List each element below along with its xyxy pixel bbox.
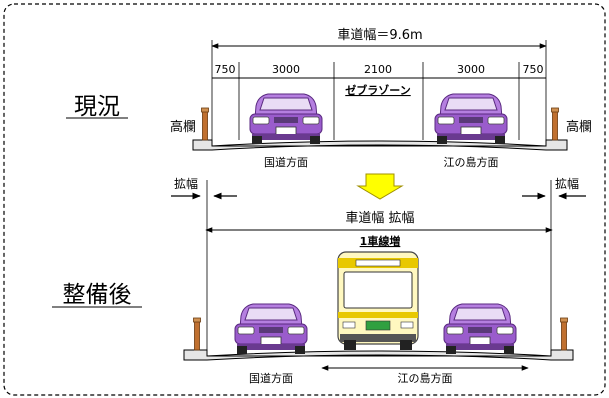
after-car-right <box>443 303 517 355</box>
current-barrier-right <box>551 107 559 141</box>
current-car-left <box>249 93 323 145</box>
widen-label-right: 拡幅 <box>555 176 579 191</box>
dim-1: 3000 <box>272 63 300 76</box>
after-title: 整備後 <box>63 282 132 308</box>
current-car-right <box>434 93 508 145</box>
current-title: 現況 <box>74 94 120 120</box>
after-dir-right: 江の島方面 <box>398 371 453 385</box>
frame-border <box>3 3 606 396</box>
after-dir-left: 国道方面 <box>249 371 293 385</box>
dim-2: 2100 <box>364 63 392 76</box>
dim-4: 750 <box>523 63 544 76</box>
added-lane-label: 1車線増 <box>360 234 401 248</box>
current-barrier-left <box>201 107 209 141</box>
current-width-label: 車道幅＝9.6m <box>337 28 422 43</box>
widened-width-label: 車道幅 拡幅 <box>345 211 414 226</box>
zebra-zone-label: ゼブラゾーン <box>345 83 410 97</box>
after-barrier-left <box>193 317 201 351</box>
dim-0: 750 <box>215 63 236 76</box>
after-barrier-right <box>560 317 568 351</box>
curb-label-left: 高欄 <box>170 119 196 135</box>
bus <box>337 251 419 350</box>
widen-label-left: 拡幅 <box>174 176 198 191</box>
current-section: 現況 車道幅＝9.6m 750 3000 2100 3000 750 ゼブラゾー… <box>66 28 592 169</box>
after-section: 整備後 1車線増 国道方面 江の島方面 <box>52 180 574 385</box>
after-car-left <box>234 303 308 355</box>
current-road-deck <box>192 139 568 151</box>
current-dir-left: 国道方面 <box>264 155 308 169</box>
dim-3: 3000 <box>457 63 485 76</box>
widening-section: 拡幅 拡幅 車道幅 拡幅 <box>171 173 586 233</box>
transition-arrow <box>356 173 404 200</box>
curb-label-right: 高欄 <box>566 119 592 135</box>
current-dir-right: 江の島方面 <box>444 155 499 169</box>
